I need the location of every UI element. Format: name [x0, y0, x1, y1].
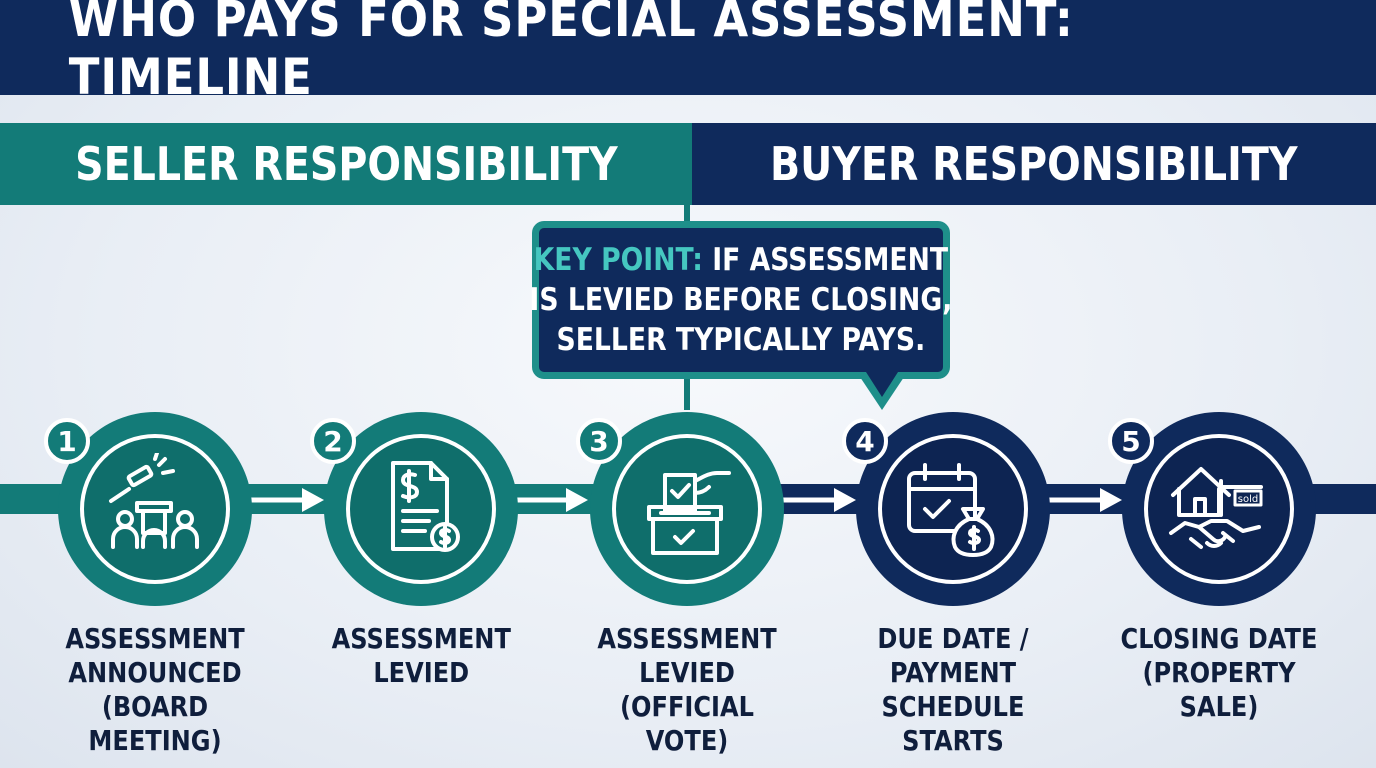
timeline-step-4: 4 [842, 412, 1050, 606]
step-number-badge: 4 [842, 418, 888, 464]
step-5-label: CLOSING DATE (PROPERTY SALE) [1120, 622, 1318, 723]
seller-band-label: SELLER RESPONSIBILITY [74, 137, 618, 191]
timeline-step-1: 1 [44, 412, 252, 606]
step-number-badge: 1 [44, 418, 90, 464]
step-2-label: ASSESSMENT LEVIED [331, 622, 511, 689]
step-number-badge: 3 [576, 418, 622, 464]
callout-line-1: IF ASSESSMENT [703, 242, 949, 278]
callout-pointer-inner [866, 372, 898, 397]
ballot-box-icon [647, 471, 731, 555]
title-bar: WHO PAYS FOR SPECIAL ASSESSMENT: TIMELIN… [0, 0, 1376, 106]
sold-house-handshake-icon: sold [1169, 467, 1263, 549]
buyer-responsibility-band: BUYER RESPONSIBILITY [692, 123, 1376, 205]
step-number-badge: 5 [1108, 418, 1154, 464]
step-number-badge: 2 [310, 418, 356, 464]
sold-sign-text: sold [1238, 494, 1258, 505]
step-4-label: DUE DATE / PAYMENT SCHEDULE STARTS [877, 622, 1029, 757]
page-title: WHO PAYS FOR SPECIAL ASSESSMENT: TIMELIN… [68, 0, 1074, 106]
seller-responsibility-band: SELLER RESPONSIBILITY [0, 123, 692, 205]
callout-line-2: IS LEVIED BEFORE CLOSING, [529, 282, 953, 318]
invoice-dollar-icon [391, 461, 460, 552]
step-1-label: ASSESSMENT ANNOUNCED (BOARD MEETING) [65, 622, 245, 757]
callout-text: KEY POINT: IF ASSESSMENT IS LEVIED BEFOR… [530, 240, 953, 360]
key-point-label: KEY POINT: [533, 242, 704, 278]
gavel-meeting-icon [109, 453, 199, 549]
step-3-label: ASSESSMENT LEVIED (OFFICIAL VOTE) [597, 622, 777, 757]
timeline-step-2: 2 [310, 412, 518, 606]
buyer-band-label: BUYER RESPONSIBILITY [770, 137, 1298, 191]
timeline-step-5: sold 5 [1108, 412, 1316, 606]
callout-line-3: SELLER TYPICALLY PAYS. [556, 322, 926, 358]
key-point-callout: KEY POINT: IF ASSESSMENT IS LEVIED BEFOR… [530, 221, 953, 379]
calendar-money-bag-icon [907, 463, 995, 557]
timeline-step-3: 3 [576, 412, 784, 606]
